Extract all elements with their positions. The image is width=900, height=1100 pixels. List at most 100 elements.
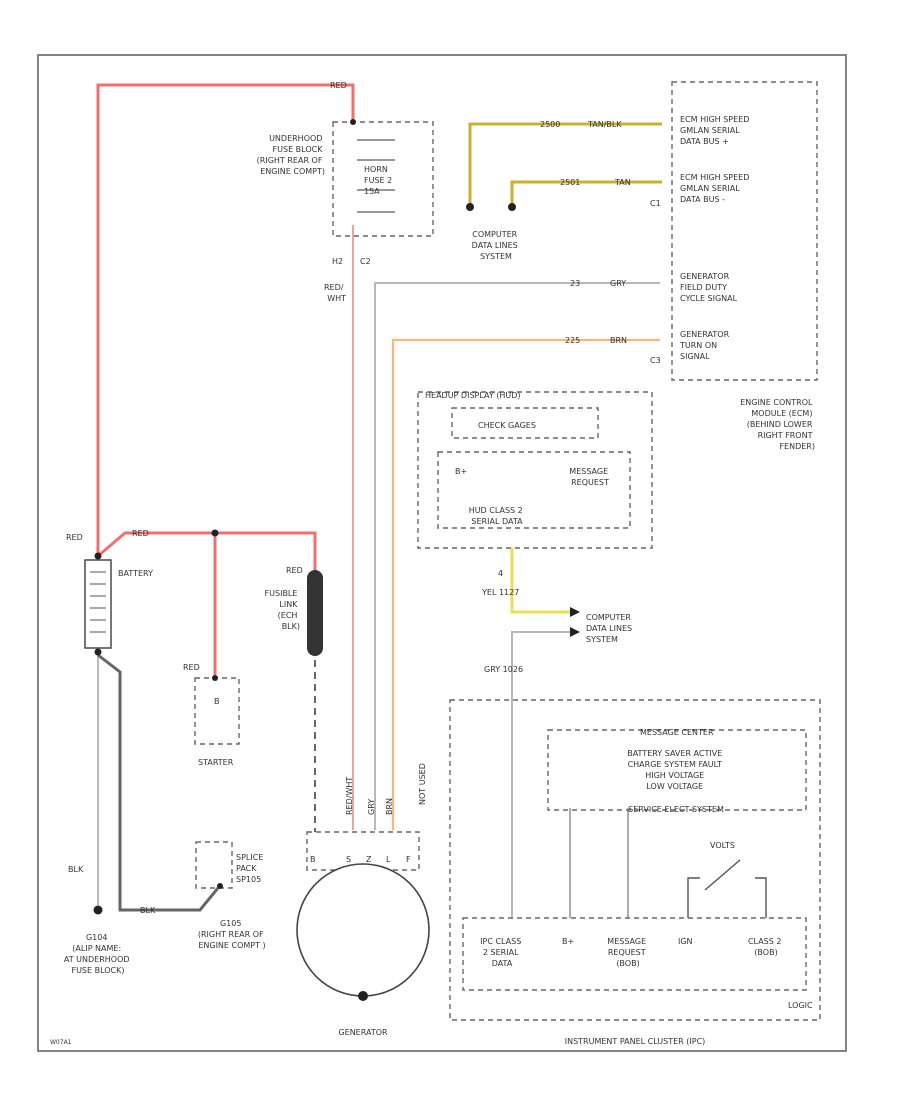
generator-connector-box: [306, 831, 420, 871]
label-generator: GENERATOR: [338, 1028, 388, 1037]
label-starter: STARTER: [198, 758, 234, 767]
ipc-box: [449, 699, 821, 1021]
label-wire-23: 23: [570, 279, 580, 288]
label-red-batt: RED: [66, 533, 83, 542]
generator-symbol: [296, 863, 430, 997]
battery-cells: [90, 571, 106, 633]
splice-dot-red: [211, 529, 219, 537]
label-red-starter: RED: [183, 663, 200, 672]
label-red-fusible: RED: [286, 566, 303, 575]
label-logic: LOGIC: [788, 1001, 813, 1010]
wire-yel-hud: [510, 548, 570, 614]
check-gages-box: [451, 407, 599, 439]
wire-brn-ecm-to-generator: [391, 338, 660, 830]
cdl1-dot-a: [466, 203, 474, 211]
label-hud-class2: HUD CLASS 2 SERIAL DATA: [469, 506, 526, 526]
label-red-wht: RED/ WHT: [324, 283, 346, 303]
label-hud-pin: 4: [498, 569, 503, 578]
battery-neg-dot: [94, 648, 102, 656]
label-gen-field: GENERATOR FIELD DUTY CYCLE SIGNAL: [680, 272, 738, 303]
wire-tanblk-can: [468, 122, 662, 205]
outer-frame: [37, 54, 847, 1052]
label-hud-bplus: B+: [455, 467, 467, 476]
generator-ground-dot: [358, 991, 368, 1001]
label-h2: H2: [332, 257, 343, 266]
label-g105: G105 (RIGHT REAR OF ENGINE COMPT ): [198, 919, 266, 950]
label-gen-wire-gry: GRY: [367, 799, 376, 815]
label-ecm-can-plus: ECM HIGH SPEED GMLAN SERIAL DATA BUS +: [680, 115, 752, 146]
label-not-used: NOT USED: [418, 763, 427, 805]
ground-g104-dot: [93, 905, 103, 915]
underhood-fuse-block-box: [332, 121, 434, 237]
wire-gry-ecm-to-generator: [374, 282, 660, 830]
label-battery: BATTERY: [118, 569, 153, 578]
label-gen-term-l: L: [386, 855, 391, 864]
cdl1-dot-b: [508, 203, 516, 211]
message-center-box: [547, 729, 807, 811]
ipc-connector-box: [462, 917, 807, 991]
label-blk-bottom: BLK: [140, 906, 156, 915]
label-ipc-class2: IPC CLASS 2 SERIAL DATA: [480, 937, 524, 968]
label-message-center: MESSAGE CENTER: [640, 728, 714, 737]
label-gen-term-s: S: [346, 855, 351, 864]
label-c3: C3: [650, 356, 661, 365]
label-ipc-msg-req: MESSAGE REQUEST (BOB): [607, 937, 648, 968]
fuse-terminal-arrows: [357, 139, 395, 213]
splice-pack-box: [195, 841, 233, 889]
fusible-link-body: [307, 570, 323, 656]
label-wire-225: 225: [565, 336, 580, 345]
label-computer-data-lines-2: COMPUTER DATA LINES SYSTEM: [586, 613, 635, 644]
hud-inner-box: [437, 451, 631, 529]
battery-pos-dot: [94, 552, 102, 560]
starter-box: [194, 677, 240, 745]
label-brn: BRN: [610, 336, 627, 345]
label-tan: TAN: [614, 178, 631, 187]
label-fig-id: W07A1: [50, 1039, 72, 1046]
wire-tan-can: [510, 180, 662, 205]
label-hud: HEADUP DISPLAY (HUD): [425, 391, 521, 400]
label-gry: GRY: [610, 279, 626, 288]
label-gry-1026: GRY 1026: [484, 665, 523, 674]
label-msg-lines: BATTERY SAVER ACTIVE CHARGE SYSTEM FAULT…: [627, 749, 725, 814]
label-splice-pack: SPLICE PACK SP105: [236, 853, 266, 884]
label-blk-left: BLK: [68, 865, 84, 874]
label-fusible-link: FUSIBLE LINK (ECH BLK): [265, 589, 300, 631]
wire-red-battery-to-splice: [97, 531, 317, 570]
label-starter-b: B: [214, 697, 220, 706]
label-ign: IGN: [678, 937, 693, 946]
label-wire-2501: 2501: [560, 178, 580, 187]
label-hud-msg-request: MESSAGE REQUEST: [569, 467, 610, 487]
label-ecm-can-minus: ECM HIGH SPEED GMLAN SERIAL DATA BUS -: [680, 173, 752, 204]
hud-box: [417, 391, 653, 549]
label-volts: VOLTS: [710, 841, 735, 850]
cdl2-arrow-b: [570, 627, 580, 637]
label-ipc-bplus: B+: [562, 937, 574, 946]
label-gen-term-b: B: [310, 855, 316, 864]
label-ecm-desc: ENGINE CONTROL MODULE (ECM) (BEHIND LOWE…: [740, 398, 815, 451]
label-check-gages: CHECK GAGES: [478, 421, 536, 430]
label-yel-1127: YEL 1127: [481, 588, 519, 597]
battery-body: [84, 559, 112, 649]
label-red-top: RED: [330, 81, 347, 90]
wire-red-battery-to-fuse: [96, 83, 355, 556]
label-ipc: INSTRUMENT PANEL CLUSTER (IPC): [565, 1037, 706, 1046]
label-gen-turn-on: GENERATOR TURN ON SIGNAL: [679, 330, 732, 361]
label-gen-wire-brn: BRN: [385, 798, 394, 815]
ground-g105-dot: [217, 883, 223, 889]
label-gen-term-z: Z: [366, 855, 372, 864]
label-gen-term-f: F: [406, 855, 411, 864]
label-tan-blk: TAN/BLK: [587, 120, 622, 129]
ecm-box: [671, 81, 818, 381]
label-computer-data-lines-1: COMPUTER DATA LINES SYSTEM: [472, 230, 521, 261]
wire-blk-splice: [97, 653, 220, 912]
label-g104: G104 (ALIP NAME: AT UNDERHOOD FUSE BLOCK…: [64, 933, 132, 975]
starter-dot: [212, 675, 218, 681]
wire-gry-ipc: [511, 631, 570, 918]
fuse-top-dot: [350, 119, 356, 125]
label-c2: C2: [360, 257, 371, 266]
ipc-volts-switch: [687, 859, 767, 918]
label-horn-fuse: HORN FUSE 2 15A: [364, 165, 395, 196]
cdl2-arrow-a: [570, 607, 580, 617]
label-gen-wire-redwht: RED/WHT: [345, 777, 354, 815]
